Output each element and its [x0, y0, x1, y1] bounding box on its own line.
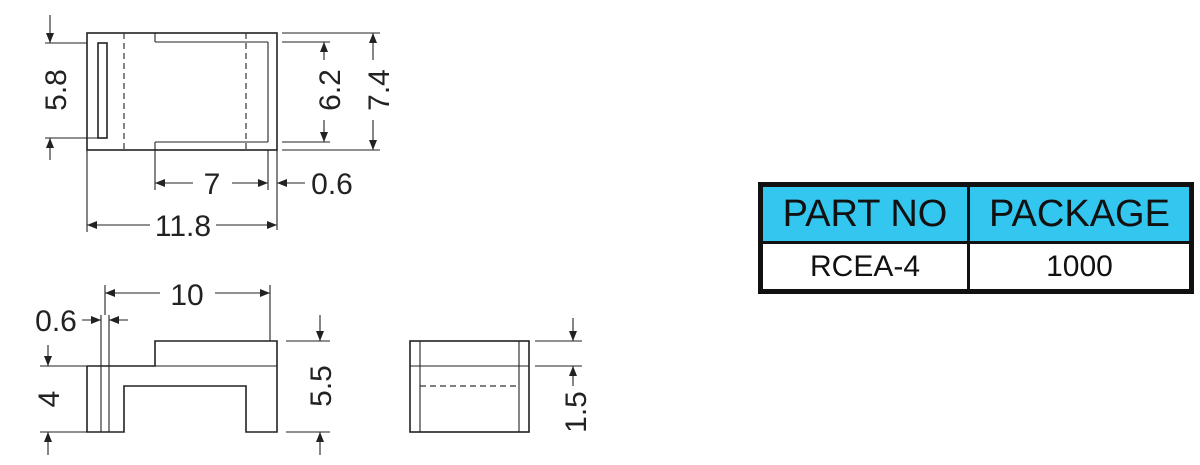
- header-package: PACKAGE: [970, 187, 1189, 244]
- end-view: 1.5: [409, 318, 593, 433]
- top-view-outline: [86, 32, 278, 151]
- side-view: 10 0.6 4 5.5: [33, 279, 338, 455]
- dim-0-6-top: 0.6: [311, 168, 353, 201]
- cell-package: 1000: [970, 244, 1189, 289]
- cell-part-no: RCEA-4: [763, 244, 970, 289]
- dim-4: 4: [33, 391, 66, 408]
- dim-10: 10: [170, 279, 203, 312]
- end-view-outline: [409, 340, 530, 433]
- header-part-no: PART NO: [763, 187, 970, 244]
- dim-1-5: 1.5: [560, 391, 593, 433]
- dim-7: 7: [204, 168, 221, 201]
- part-package-table: PART NO PACKAGE RCEA-4 1000: [758, 182, 1194, 294]
- dim-7-4: 7.4: [363, 69, 396, 111]
- top-view: 5.8 6.2 7.4 7 0.6 11.8: [40, 15, 396, 243]
- dim-0-6-side: 0.6: [35, 305, 77, 338]
- dim-11-8: 11.8: [155, 210, 211, 243]
- dim-5-5: 5.5: [305, 365, 338, 407]
- dim-5-8: 5.8: [40, 69, 73, 111]
- dim-6-2: 6.2: [314, 69, 347, 111]
- side-view-outline: [86, 340, 278, 433]
- top-view-left-slot: [97, 42, 108, 139]
